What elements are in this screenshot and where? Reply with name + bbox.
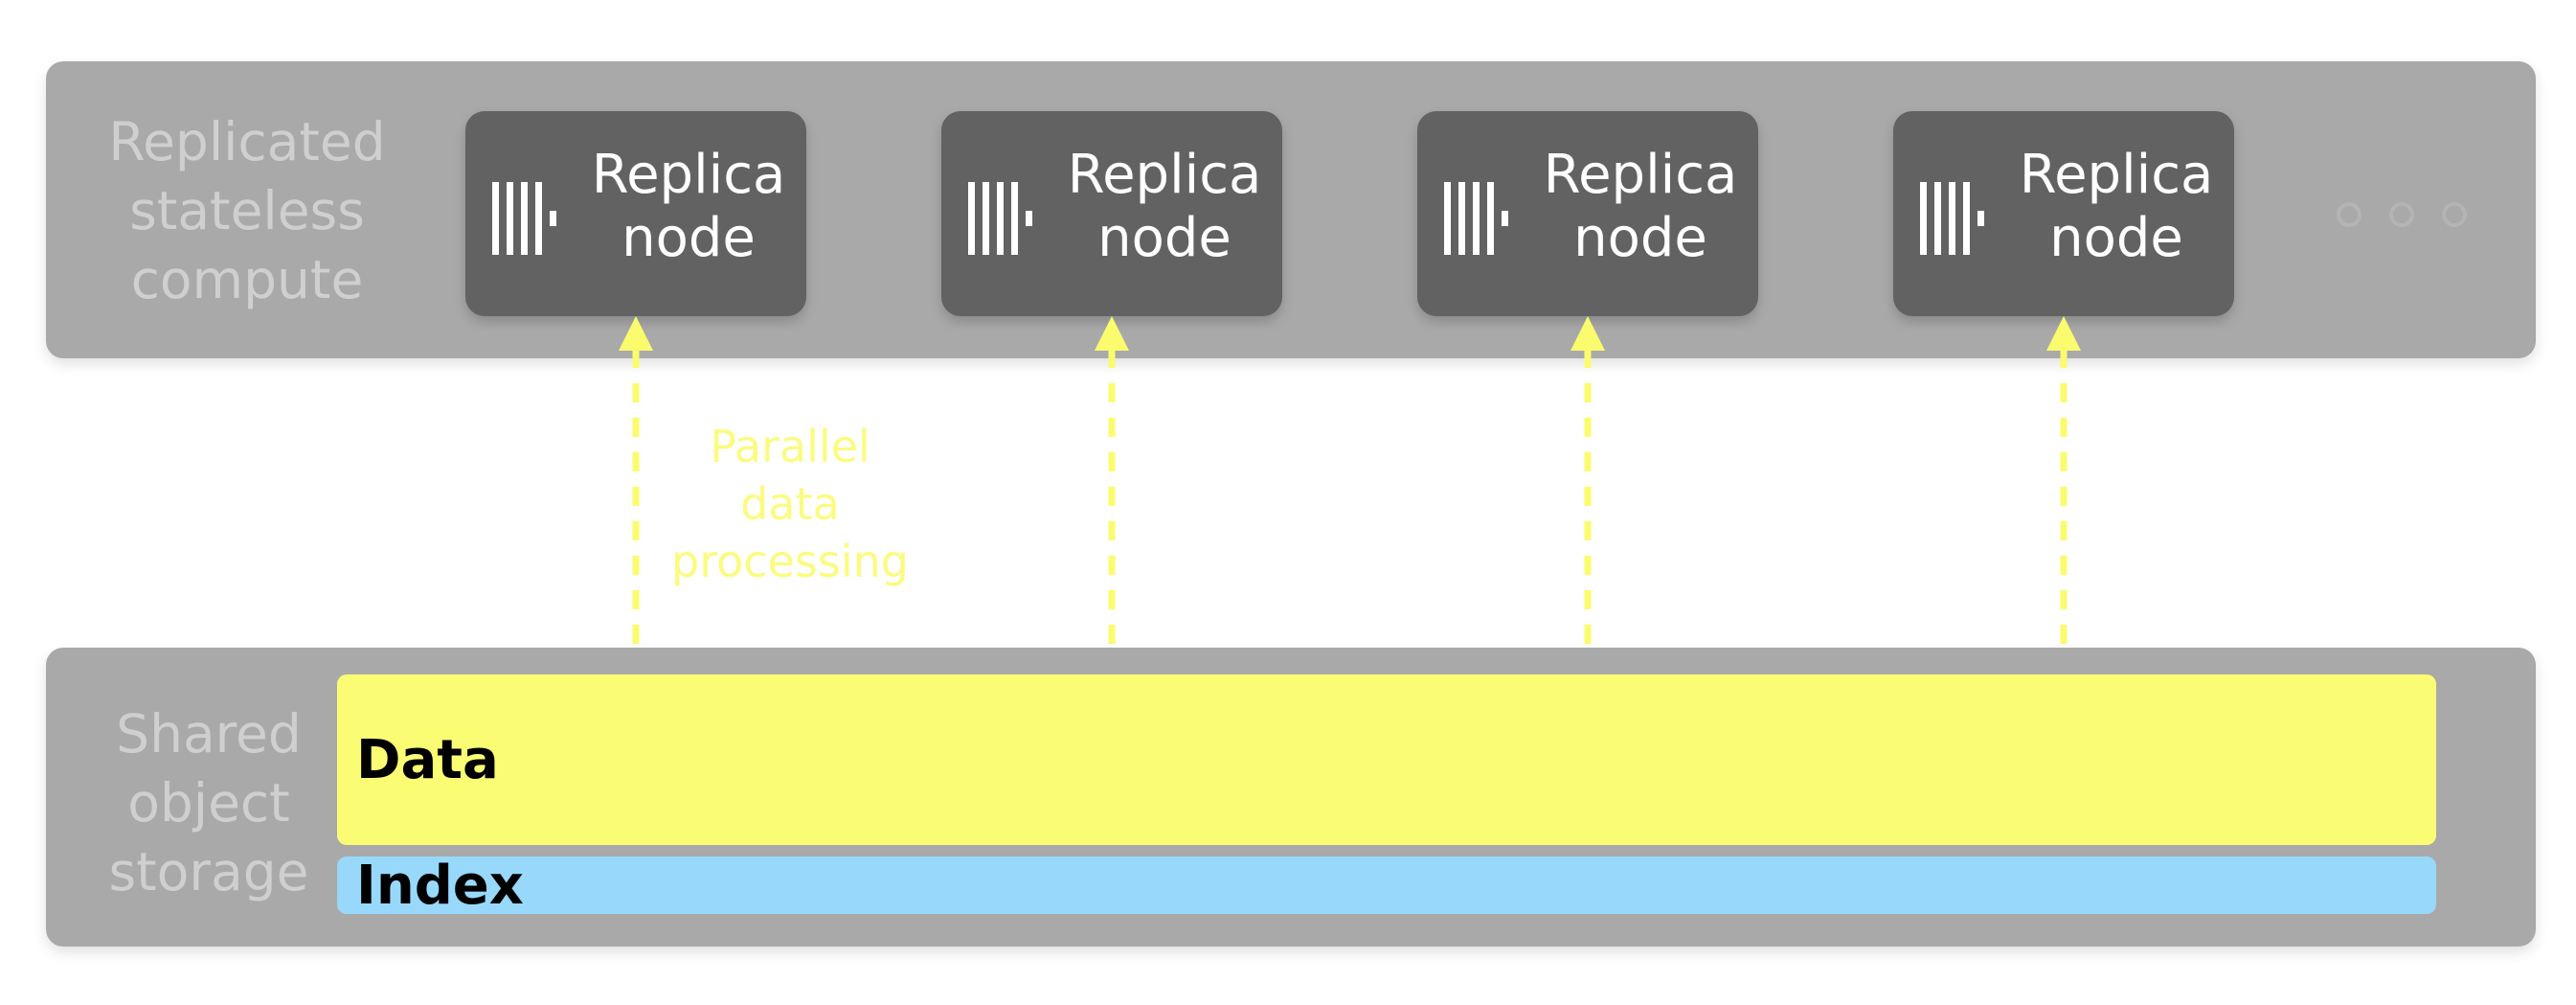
replica-node-label: Replica node xyxy=(1543,144,1738,269)
arrow-4 xyxy=(2046,316,2081,644)
clickhouse-logo-icon xyxy=(1920,182,1984,255)
index-bar: Index xyxy=(337,855,2436,917)
compute-panel: Replicated stateless compute Replica nod… xyxy=(46,61,2536,358)
replica-node-label: Replica node xyxy=(1067,144,1262,269)
storage-panel: Shared object storage Data Index xyxy=(46,648,2536,947)
data-bar: Data xyxy=(337,674,2436,845)
compute-panel-label: Replicated stateless compute xyxy=(108,111,386,310)
clickhouse-logo-icon xyxy=(1444,182,1508,255)
arrow-2 xyxy=(1095,316,1129,644)
replica-node-label: Replica node xyxy=(2019,144,2214,269)
clickhouse-logo-icon xyxy=(968,182,1032,255)
replica-node-4: Replica node xyxy=(1893,111,2234,316)
arrow-3 xyxy=(1570,316,1605,644)
parallel-processing-label: Parallel data processing xyxy=(671,421,909,587)
replica-node-label: Replica node xyxy=(591,144,786,269)
arrow-1 xyxy=(619,316,653,644)
storage-panel-label: Shared object storage xyxy=(108,703,309,902)
replica-node-2: Replica node xyxy=(941,111,1282,316)
replica-node-3: Replica node xyxy=(1417,111,1758,316)
ellipsis-icon xyxy=(2337,202,2467,227)
clickhouse-logo-icon xyxy=(492,182,556,255)
replica-node-1: Replica node xyxy=(465,111,806,316)
